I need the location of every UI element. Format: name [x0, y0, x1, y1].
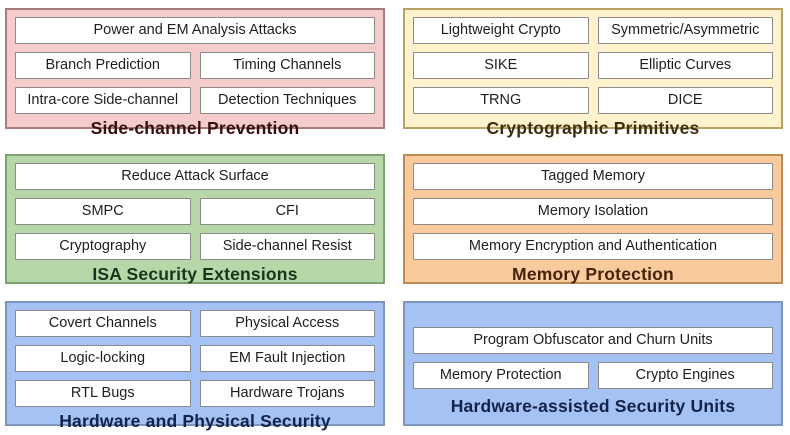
topic-box: Memory Encryption and Authentication [413, 233, 773, 260]
panel-isa-security-extensions: Reduce Attack Surface SMPC CFI Cryptogra… [5, 154, 385, 284]
panel-hardware-assisted-security-units: Program Obfuscator and Churn Units Memor… [403, 301, 783, 426]
topic-box: Program Obfuscator and Churn Units [413, 327, 773, 354]
box-row: Memory Protection Crypto Engines [413, 362, 773, 389]
topic-box: Covert Channels [15, 310, 191, 337]
topic-box: SMPC [15, 198, 191, 225]
panel-title: Memory Protection [512, 264, 674, 284]
topic-box: CFI [199, 198, 375, 225]
topic-box: Power and EM Analysis Attacks [15, 17, 375, 44]
panel-title: ISA Security Extensions [92, 264, 298, 284]
topic-box: Branch Prediction [15, 52, 191, 79]
diagram-row-2: Reduce Attack Surface SMPC CFI Cryptogra… [5, 154, 790, 284]
panel-title: Cryptographic Primitives [486, 118, 700, 138]
topic-box: EM Fault Injection [199, 345, 375, 372]
topic-box: Physical Access [199, 310, 375, 337]
panel-title: Hardware-assisted Security Units [450, 396, 736, 416]
box-row: RTL Bugs Hardware Trojans [15, 380, 375, 407]
diagram-canvas: Power and EM Analysis Attacks Branch Pre… [0, 8, 790, 435]
topic-box: Side-channel Resist [199, 233, 375, 260]
panel-hardware-and-physical-security: Covert Channels Physical Access Logic-lo… [5, 301, 385, 431]
diagram-row-3: Covert Channels Physical Access Logic-lo… [5, 301, 790, 431]
box-row: Intra-core Side-channel Detection Techni… [15, 87, 375, 114]
topic-box: Cryptography [15, 233, 191, 260]
topic-box: Timing Channels [199, 52, 375, 79]
topic-box: TRNG [413, 87, 589, 114]
panel-body: Reduce Attack Surface SMPC CFI Cryptogra… [15, 163, 375, 260]
panel-body: Tagged Memory Memory Isolation Memory En… [413, 163, 773, 260]
panel-body: Power and EM Analysis Attacks Branch Pre… [15, 17, 375, 114]
box-row: Reduce Attack Surface [15, 163, 375, 190]
topic-box: Memory Isolation [413, 198, 773, 225]
topic-box: SIKE [413, 52, 589, 79]
box-row: Power and EM Analysis Attacks [15, 17, 375, 44]
box-row: SIKE Elliptic Curves [413, 52, 773, 79]
topic-box: Memory Protection [413, 362, 589, 389]
topic-box: RTL Bugs [15, 380, 191, 407]
topic-box: Reduce Attack Surface [15, 163, 375, 190]
box-row: Covert Channels Physical Access [15, 310, 375, 337]
box-row: Tagged Memory [413, 163, 773, 190]
topic-box: Hardware Trojans [199, 380, 375, 407]
panel-memory-protection: Tagged Memory Memory Isolation Memory En… [403, 154, 783, 284]
box-row: SMPC CFI [15, 198, 375, 225]
box-row: Memory Encryption and Authentication [413, 233, 773, 260]
topic-box: Detection Techniques [199, 87, 375, 114]
topic-box: Intra-core Side-channel [15, 87, 191, 114]
topic-box: Logic-locking [15, 345, 191, 372]
panel-cryptographic-primitives: Lightweight Crypto Symmetric/Asymmetric … [403, 8, 783, 138]
panel-title: Hardware and Physical Security [59, 411, 331, 431]
panel-side-channel-prevention: Power and EM Analysis Attacks Branch Pre… [5, 8, 385, 138]
box-row: Memory Isolation [413, 198, 773, 225]
box-row: Program Obfuscator and Churn Units [413, 327, 773, 354]
panel-title: Side-channel Prevention [90, 118, 300, 138]
topic-box: Elliptic Curves [597, 52, 773, 79]
topic-box: Tagged Memory [413, 163, 773, 190]
panel-body: Covert Channels Physical Access Logic-lo… [15, 310, 375, 407]
box-row: Logic-locking EM Fault Injection [15, 345, 375, 372]
box-row: Branch Prediction Timing Channels [15, 52, 375, 79]
topic-box: DICE [597, 87, 773, 114]
panel-body: Lightweight Crypto Symmetric/Asymmetric … [413, 17, 773, 114]
diagram-row-1: Power and EM Analysis Attacks Branch Pre… [5, 8, 790, 138]
box-row: Lightweight Crypto Symmetric/Asymmetric [413, 17, 773, 44]
panel-body: Program Obfuscator and Churn Units Memor… [413, 327, 773, 389]
box-row: TRNG DICE [413, 87, 773, 114]
topic-box: Symmetric/Asymmetric [597, 17, 773, 44]
topic-box: Crypto Engines [597, 362, 773, 389]
topic-box: Lightweight Crypto [413, 17, 589, 44]
box-row: Cryptography Side-channel Resist [15, 233, 375, 260]
